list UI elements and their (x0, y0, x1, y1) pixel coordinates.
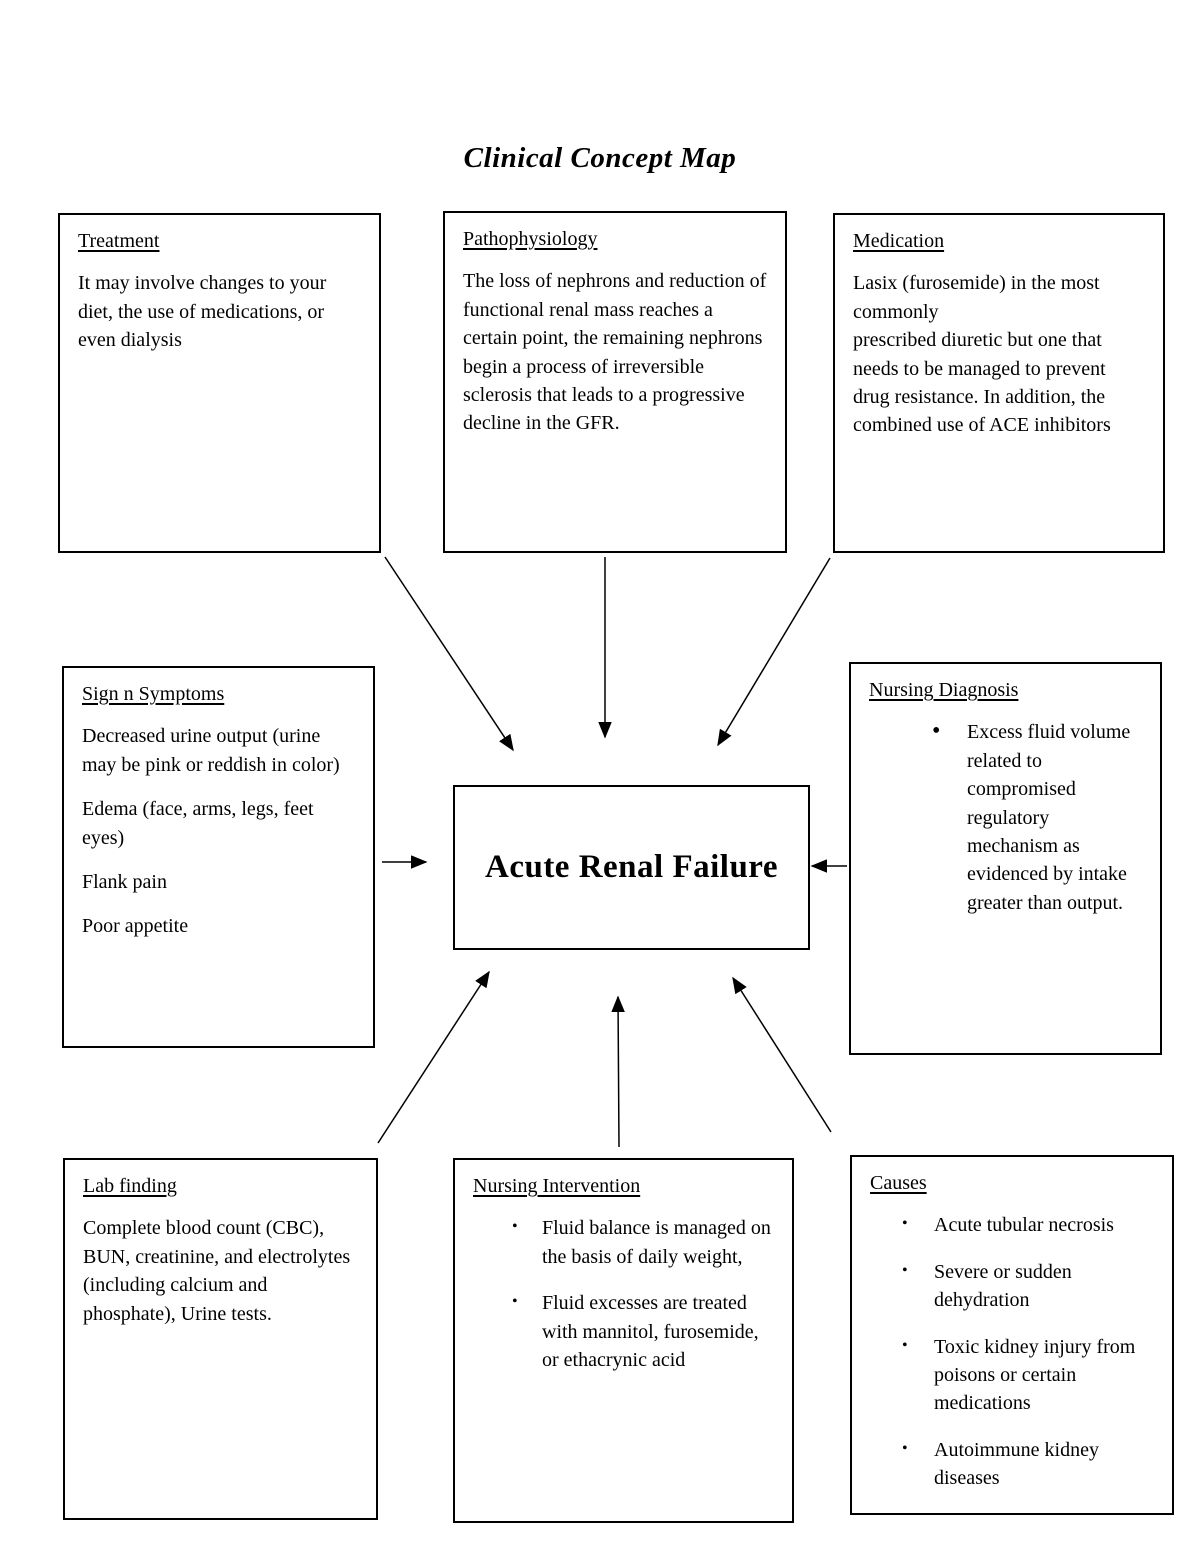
lab-finding-heading: Lab finding (83, 1175, 177, 1197)
signs-symptoms-text: Poor appetite (82, 915, 189, 938)
pathophysiology-heading: Pathophysiology (463, 228, 598, 250)
arrow-nursing-intervention-to-center (611, 995, 625, 1148)
nursing-intervention-list: Fluid balance is managed on the basis of… (473, 1214, 774, 1374)
signs-symptoms-text: Flank pain (82, 870, 167, 893)
signs-symptoms-box: Sign n Symptoms Decreased urine output (… (62, 666, 375, 1048)
medication-box: Medication Lasix (furosemide) in the mos… (833, 213, 1165, 553)
medication-heading: Medication (853, 230, 945, 252)
lab-finding-box: Lab finding Complete blood count (CBC), … (63, 1158, 378, 1520)
arrow-causes-to-center (732, 976, 832, 1133)
list-item: Autoimmune kidney diseases (902, 1436, 1154, 1493)
page-title: Clinical Concept Map (463, 142, 737, 174)
arrow-medication-to-center (717, 557, 831, 747)
causes-heading: Causes (870, 1172, 927, 1194)
nursing-intervention-heading: Nursing Intervention (473, 1175, 641, 1197)
list-item: Toxic kidney injury from poisons or cert… (902, 1333, 1154, 1418)
list-item: Fluid excesses are treated with mannitol… (512, 1289, 774, 1374)
signs-symptoms-text: Edema (face, arms, legs, feet eyes) (82, 798, 314, 849)
causes-box: Causes Acute tubular necrosis Severe or … (850, 1155, 1174, 1515)
arrow-treatment-to-center (384, 556, 514, 752)
treatment-box: Treatment It may involve changes to your… (58, 213, 381, 553)
causes-list: Acute tubular necrosis Severe or sudden … (870, 1211, 1154, 1492)
treatment-text: It may involve changes to your diet, the… (78, 272, 327, 352)
list-item: Acute tubular necrosis (902, 1211, 1154, 1239)
medication-text: Lasix (furosemide) in the most commonly … (853, 272, 1111, 437)
pathophysiology-box: Pathophysiology The loss of nephrons and… (443, 211, 787, 553)
central-node: Acute Renal Failure (453, 785, 810, 950)
list-item: Excess fluid volume related to compromis… (932, 718, 1142, 917)
central-label: Acute Renal Failure (484, 849, 778, 886)
list-item: Fluid balance is managed on the basis of… (512, 1214, 774, 1271)
list-item: Severe or sudden dehydration (902, 1258, 1154, 1315)
nursing-intervention-box: Nursing Intervention Fluid balance is ma… (453, 1158, 794, 1523)
lab-finding-text: Complete blood count (CBC), BUN, creatin… (83, 1217, 351, 1325)
nursing-diagnosis-list: Excess fluid volume related to compromis… (869, 718, 1142, 917)
nursing-diagnosis-heading: Nursing Diagnosis (869, 679, 1019, 701)
signs-symptoms-heading: Sign n Symptoms (82, 683, 225, 705)
signs-symptoms-text: Decreased urine output (urine may be pin… (82, 725, 340, 776)
treatment-heading: Treatment (78, 230, 160, 252)
pathophysiology-text: The loss of nephrons and reduction of fu… (463, 270, 767, 435)
arrow-lab-finding-to-center (377, 970, 490, 1144)
nursing-diagnosis-box: Nursing Diagnosis Excess fluid volume re… (849, 662, 1162, 1055)
